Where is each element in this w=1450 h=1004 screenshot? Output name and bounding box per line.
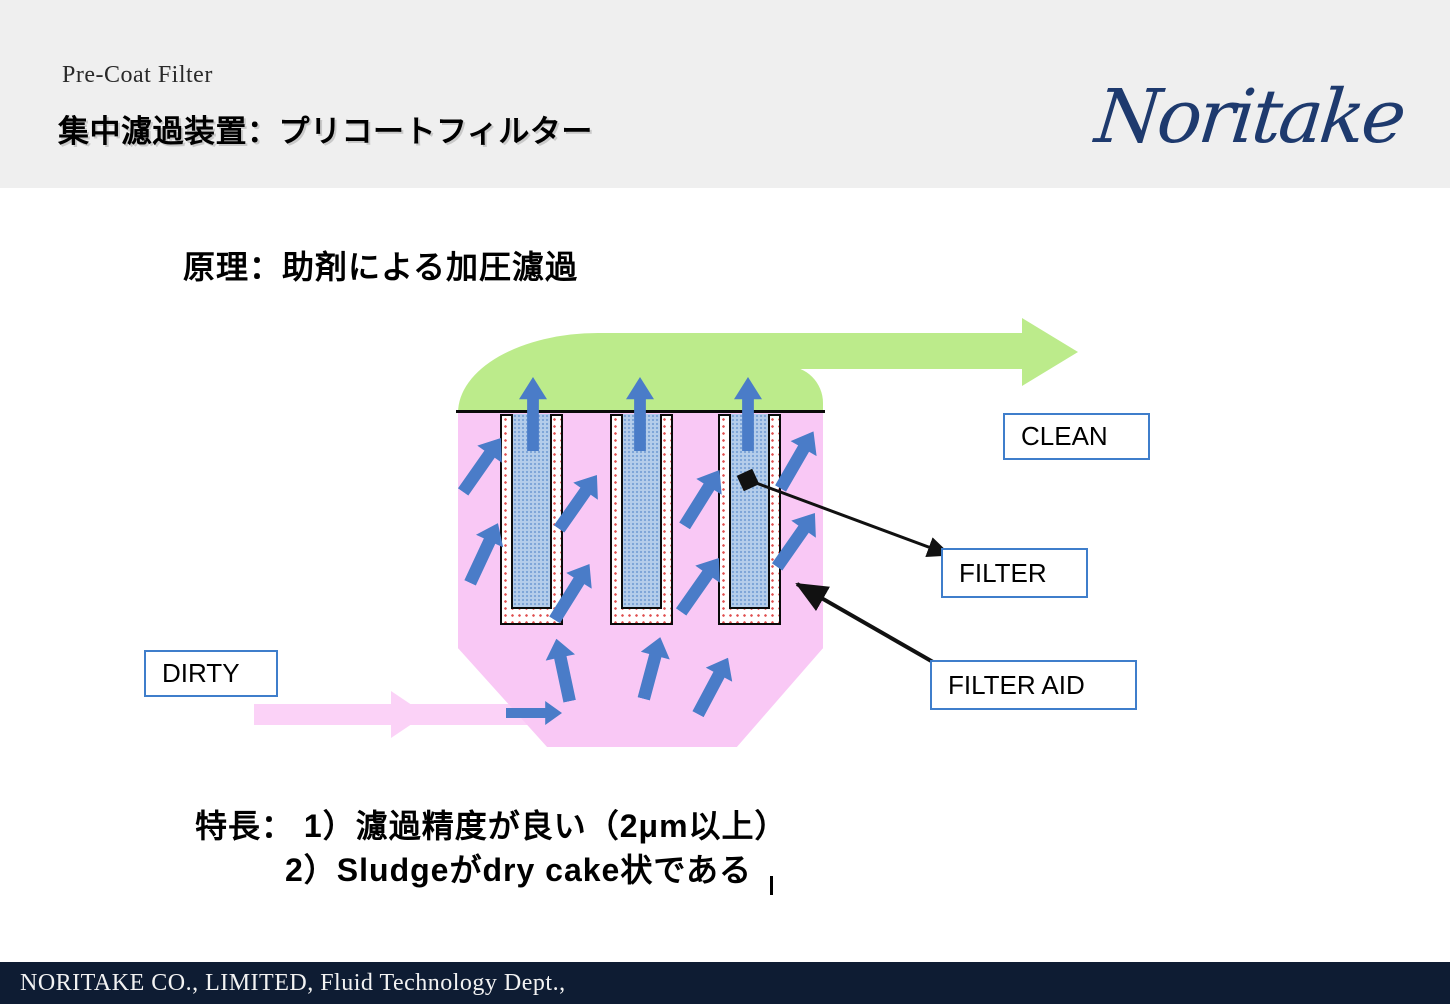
clean-outflow-arrowhead-icon bbox=[1022, 318, 1078, 386]
filter-aid-label: FILTER AID bbox=[948, 669, 1085, 700]
feature-line-1: 特長： 1）濾過精度が良い（2μm以上） bbox=[195, 808, 788, 844]
clean-outflow-arrow bbox=[780, 333, 1022, 369]
dirty-inlet-arrowhead-icon bbox=[391, 691, 426, 738]
header-band: Pre-Coat Filter 集中濾過装置：プリコートフィルター Norita… bbox=[0, 0, 1450, 188]
filter-aid-label-box: FILTER AID bbox=[930, 660, 1137, 710]
slide-subtitle: Pre-Coat Filter bbox=[62, 62, 213, 88]
noritake-logo: Noritake bbox=[1091, 74, 1408, 160]
slide-title: 集中濾過装置：プリコートフィルター bbox=[58, 114, 593, 149]
feature-line-2: 2）Sludgeがdry cake状である bbox=[285, 852, 753, 888]
filter-label-box: FILTER bbox=[941, 548, 1088, 598]
clean-label: CLEAN bbox=[1021, 421, 1108, 451]
filter-label: FILTER bbox=[959, 557, 1047, 588]
clean-chamber-fillet bbox=[786, 366, 823, 413]
dirty-label-box: DIRTY bbox=[144, 650, 278, 697]
dirty-label: DIRTY bbox=[162, 658, 240, 688]
text-cursor bbox=[770, 876, 773, 895]
footer-band: NORITAKE CO., LIMITED, Fluid Technology … bbox=[0, 962, 1450, 1004]
filter-core bbox=[621, 414, 662, 609]
clean-label-box: CLEAN bbox=[1003, 413, 1150, 460]
footer-company-text: NORITAKE CO., LIMITED, Fluid Technology … bbox=[20, 969, 566, 996]
principle-heading: 原理：助剤による加圧濾過 bbox=[183, 249, 579, 285]
